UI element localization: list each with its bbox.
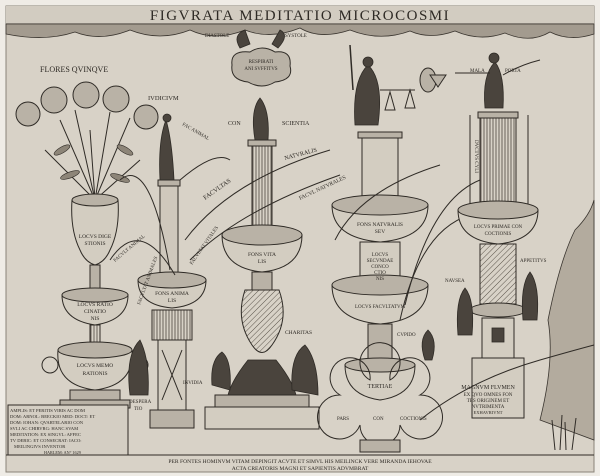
landscape xyxy=(419,199,595,451)
figure-desperatio xyxy=(128,339,149,396)
label-mala: MALA xyxy=(470,69,485,74)
label-magnum-flumen: MAGNVM FLVMEN xyxy=(461,385,515,391)
flowers xyxy=(15,81,159,130)
label-coctionis: COCTIONIS xyxy=(400,417,427,422)
label-locus-digestionis-2: STIONIS xyxy=(84,241,105,247)
label-invidia: INVIDIA xyxy=(183,381,203,386)
fountain-prima-coctio xyxy=(429,52,541,419)
label-magnum-flumen-5: EXHAVRIVNT xyxy=(474,410,503,415)
label-porta: PORTA xyxy=(505,69,521,74)
label-locus-facultatum: LOCVS FACVLTATVM xyxy=(355,305,406,310)
label-locus-secundae-4: CTIO xyxy=(374,271,386,276)
label-locus-ratiocinationis: LOCVS RATIO xyxy=(77,302,113,308)
dedication-line: MEDITATION: EX SINGVL: AFFEC xyxy=(10,432,81,437)
dedication-line: SVLI AC CHIRVRG: HANC SVAM xyxy=(10,426,78,431)
label-con: CON xyxy=(228,121,241,127)
title: FIGVRATA MEDITATIO MICROCOSMI xyxy=(150,8,450,24)
fountain-naturalis xyxy=(317,44,481,453)
label-locus-digestionis: LOCVS DIGE xyxy=(79,234,112,240)
label-cupido: CVPIDO xyxy=(397,333,416,338)
clouds xyxy=(5,23,595,39)
dedication-line: DOM: IOHAN: QVARTELARIO CON xyxy=(10,420,84,425)
dedication-line: AMPLIS: ET PERITIS VIRIS AC DOM xyxy=(10,408,85,413)
label-scientia: SCIENTIA xyxy=(282,121,310,127)
label-locus-secundae: LOCVS xyxy=(372,253,389,258)
label-fons-naturalis-2: SEV xyxy=(375,229,385,235)
dedication-line: TV DEBIC: ET CONSECRAT: IACO: xyxy=(10,438,82,443)
label-locus-secundae-3: CONCO xyxy=(371,265,389,270)
dedication-line: DOM: ARNOL: BEECKIO MED: DOCT: ET xyxy=(10,414,95,419)
label-pars: PARS xyxy=(337,417,349,422)
label-diastole: DIASTOLE xyxy=(205,34,229,39)
flower-vase xyxy=(15,81,159,409)
label-fons-animalis-2: LIS xyxy=(168,298,176,304)
fountain-vitalis xyxy=(184,29,341,430)
caption-line-1: PER FONTES HOMINVM VITAM DEPINGIT ACVTE … xyxy=(168,459,432,465)
label-fons-animalis: FONS ANIMA xyxy=(155,291,189,297)
label-charitas: CHARITAS xyxy=(285,330,312,336)
dedication-box: AMPLIS: ET PERITIS VIRIS AC DOM DOM: ARN… xyxy=(7,404,129,456)
label-locus-ratiocinationis-2: CINATIO xyxy=(84,309,106,315)
fountain-animalis xyxy=(109,113,231,429)
label-desperatio-2: TIO xyxy=(134,407,143,412)
label-appetitus: APPETITVS xyxy=(520,259,547,264)
label-magnum-flumen-2: EX QVO OMNES FON xyxy=(464,393,513,398)
label-fons-vitalis-2: LIS xyxy=(258,259,266,265)
label-iudicium: IVDICIVM xyxy=(148,95,179,102)
label-magnum-flumen-4: NVTRIMENTA xyxy=(472,405,505,410)
label-desperatio: DESPERA xyxy=(129,400,152,405)
label-fons-naturalis: FONS NATVRALIS xyxy=(357,222,403,228)
label-flores: FLORES QVINQVE xyxy=(40,65,108,74)
caption-band: PER FONTES HOMINVM VITAM DEPINGIT ACVTE … xyxy=(168,459,432,472)
label-locus-secundae-5: NIS xyxy=(376,277,384,282)
label-tertiae: TERTIAE xyxy=(368,384,393,390)
label-nausea: NAVSEA xyxy=(445,279,465,284)
label-locus-memorationis: LOCVS MEMO xyxy=(77,363,114,369)
dedication-line: MEILINGIVS INVENTOR xyxy=(14,444,66,449)
caption-line-2: ACTA CREATORIS MAGNI ET SAPIENTIS ADVMBR… xyxy=(232,466,369,472)
label-systole: SYSTOLE xyxy=(285,34,307,39)
label-locus-primae-coctionis: LOCVS PRIMAE CON xyxy=(474,225,523,230)
label-respirati-2: ANI SVFFITVS xyxy=(244,67,277,72)
label-locus-memorationis-2: RATIONIS xyxy=(82,371,107,377)
label-ductus: DVCTVS CYLI xyxy=(473,140,478,173)
label-respirati: RESPIRATI xyxy=(249,60,274,65)
label-locus-primae-coctionis-2: COCTIONIS xyxy=(485,232,512,237)
label-magnum-flumen-3: TES ORIGINEM ET xyxy=(467,399,510,404)
label-locus-secundae-2: SECVNDAE xyxy=(367,259,394,264)
label-locus-ratiocinationis-3: NIS xyxy=(91,316,100,322)
label-con-2: CON xyxy=(373,417,384,422)
label-fons-vitalis: FONS VITA xyxy=(248,252,276,258)
dedication-line: HARLEM: AN° 1629 xyxy=(44,450,81,455)
